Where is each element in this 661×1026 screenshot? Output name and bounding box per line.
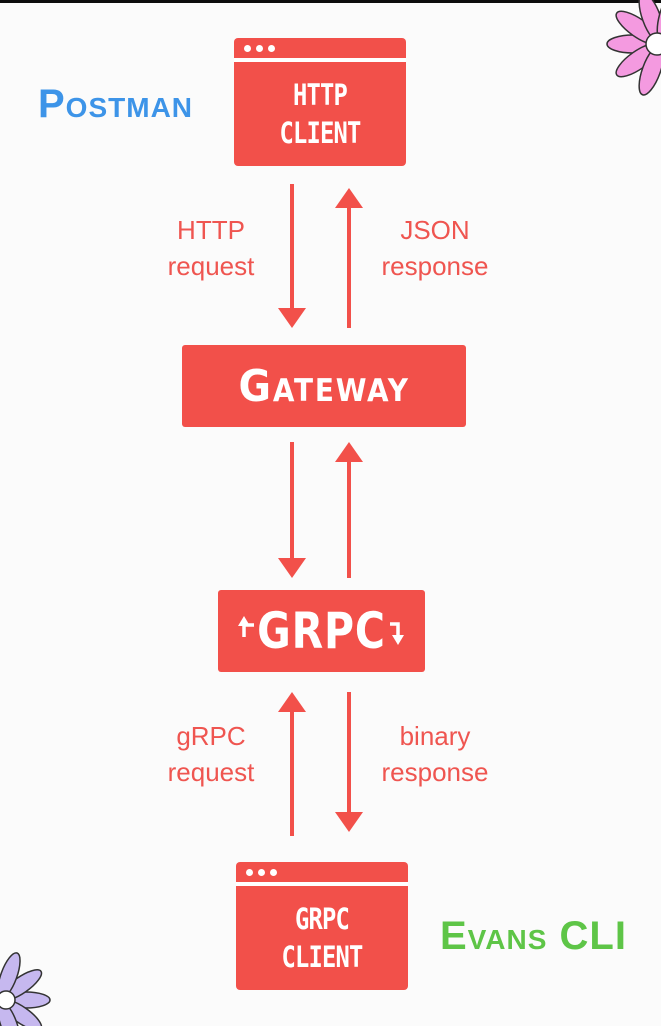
window-titlebar: [234, 38, 406, 62]
grpc-request-label: gRPC request: [150, 718, 272, 790]
grpc-request-label-line1: gRPC: [176, 721, 246, 751]
arrow-head-icon: [335, 442, 363, 462]
http-client-node: HTTP CLIENT: [234, 38, 406, 166]
binary-response-label-line2: response: [381, 757, 489, 787]
window-dot-icon: [244, 45, 251, 52]
grpc-request-label-line2: request: [167, 757, 255, 787]
flower-icon: [0, 952, 51, 1026]
window-dot-icon: [246, 869, 253, 876]
binary-response-label: binary response: [366, 718, 504, 790]
grpc-arrow-icon: [238, 616, 404, 645]
http-request-label: HTTP request: [150, 212, 272, 284]
json-response-label: JSON response: [366, 212, 504, 284]
window-titlebar: [236, 862, 408, 886]
http-client-label: HTTP CLIENT: [249, 76, 390, 152]
evans-cli-label: Evans CLI: [440, 914, 627, 958]
grpc-label: GRPC: [257, 602, 386, 660]
arrow-head-icon: [335, 188, 363, 208]
http-client-label-line2: CLIENT: [279, 116, 361, 150]
http-client-label-line1: HTTP: [293, 78, 348, 112]
window-dot-icon: [270, 869, 277, 876]
grpc-node: GRPC: [218, 590, 425, 672]
http-request-label-line1: HTTP: [177, 215, 245, 245]
flower-icon: [606, 0, 661, 96]
gateway-label: Gateway: [238, 360, 410, 412]
arrow-head-icon: [278, 692, 306, 712]
postman-label: Postman: [38, 82, 194, 126]
window-dot-icon: [256, 45, 263, 52]
window-dot-icon: [258, 869, 265, 876]
http-request-label-line2: request: [167, 251, 255, 281]
grpc-client-node: GRPC CLIENT: [236, 862, 408, 990]
json-response-label-line1: JSON: [400, 215, 470, 245]
window-dot-icon: [268, 45, 275, 52]
arrow-head-icon: [335, 812, 363, 832]
grpc-client-label: GRPC CLIENT: [251, 900, 392, 976]
grpc-client-label-line1: GRPC: [295, 902, 350, 936]
grpc-client-label-line2: CLIENT: [281, 940, 363, 974]
arrow-head-icon: [278, 308, 306, 328]
json-response-label-line2: response: [381, 251, 489, 281]
arrow-head-icon: [278, 558, 306, 578]
gateway-node: Gateway: [182, 345, 466, 427]
top-border: [0, 0, 661, 3]
binary-response-label-line1: binary: [399, 721, 471, 751]
